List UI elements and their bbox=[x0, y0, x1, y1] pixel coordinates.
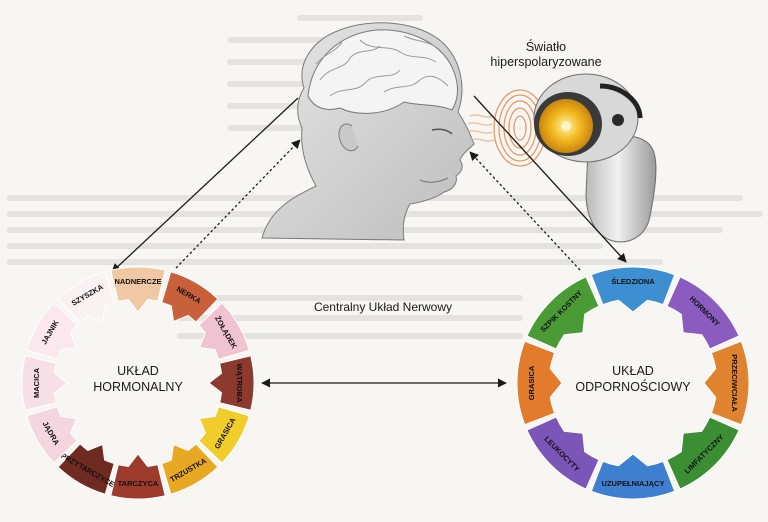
human-head-illustration bbox=[261, 22, 475, 241]
light-label-line2: hiperspolaryzowane bbox=[490, 55, 601, 69]
arrow-head-to-hormonal bbox=[111, 97, 299, 273]
hormonal-segment bbox=[198, 406, 250, 464]
immune-title-line1: UKŁAD bbox=[612, 364, 654, 378]
arrow-immune-to-head bbox=[469, 151, 581, 271]
hormonal-segment-label: TARCZYCA bbox=[118, 479, 159, 488]
immune-segment-label: ŚLEDZIONA bbox=[611, 277, 655, 286]
immune-segment bbox=[590, 266, 676, 313]
hormonal-segment bbox=[110, 266, 166, 313]
hormonal-segment bbox=[26, 302, 78, 360]
hormonal-segment-label: MACICA bbox=[32, 367, 41, 398]
hormonal-segment bbox=[110, 453, 166, 500]
connector-arrows bbox=[111, 95, 627, 388]
hormonal-segment bbox=[198, 302, 250, 360]
immune-segment bbox=[666, 276, 740, 350]
light-label-line1: Światło bbox=[526, 39, 566, 54]
immune-segment-label: GRASICA bbox=[527, 365, 536, 400]
light-therapy-device-image bbox=[533, 73, 657, 243]
hormonal-segment bbox=[21, 355, 68, 411]
hormonal-segment bbox=[57, 271, 115, 323]
immune-segment bbox=[516, 340, 563, 426]
hormonal-segment bbox=[57, 443, 115, 495]
immune-segment bbox=[666, 416, 740, 490]
hormonal-segment bbox=[161, 443, 219, 495]
immune-segment-label: UZUPEŁNIAJĄCY bbox=[602, 479, 665, 488]
hormonal-title-line2: HORMONALNY bbox=[93, 380, 183, 394]
hormonal-segment bbox=[26, 406, 78, 464]
immune-segment bbox=[703, 340, 750, 426]
immune-segment bbox=[590, 453, 676, 500]
arrow-head-to-immune bbox=[473, 95, 627, 263]
hormonal-segment-label: WĄTROBA bbox=[235, 363, 244, 403]
hormonal-segment bbox=[161, 271, 219, 323]
immune-system-ring: ŚLEDZIONAHORMONYPRZECIWCIAŁALIMFATYCZNYU… bbox=[516, 266, 750, 500]
central-nervous-system-label: Centralny Układ Nerwowy bbox=[314, 300, 452, 314]
immune-segment bbox=[526, 276, 600, 350]
hormonal-segment-label: NADNERCZE bbox=[114, 277, 161, 286]
immune-segment bbox=[526, 416, 600, 490]
hormonal-title-line1: UKŁAD bbox=[117, 364, 159, 378]
immune-segment-label: PRZECIWCIAŁA bbox=[730, 354, 739, 412]
hormonal-segment bbox=[208, 355, 255, 411]
immune-title-line2: ODPORNOŚCIOWY bbox=[575, 379, 691, 394]
